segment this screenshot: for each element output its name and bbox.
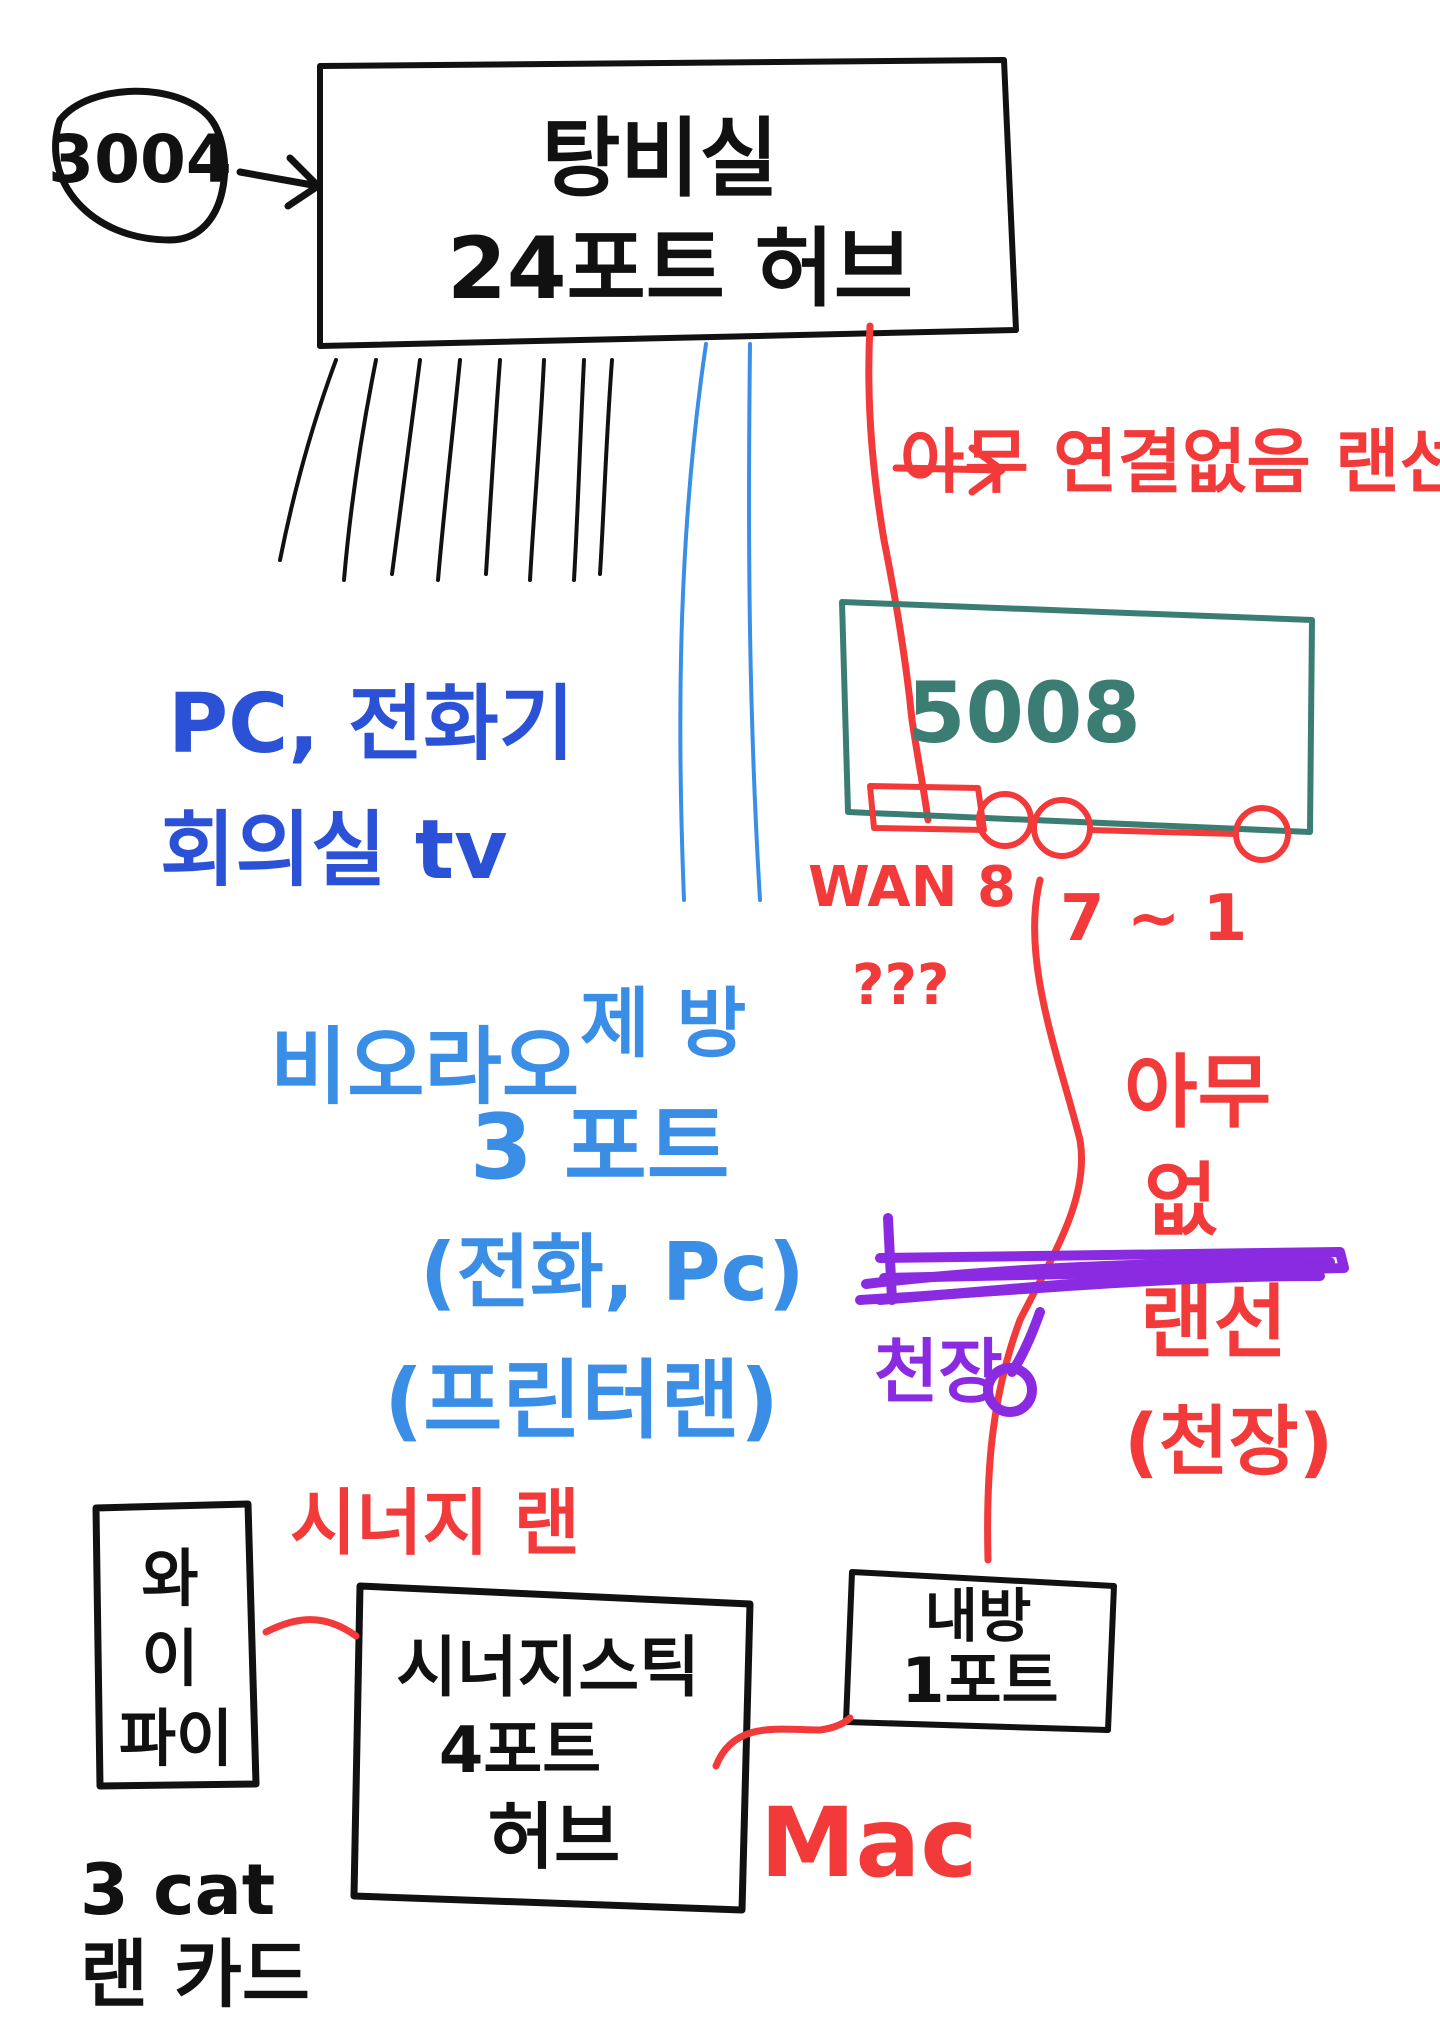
room-number-circle [52, 87, 229, 244]
ceiling-note-line4: (천장) [1124, 1397, 1333, 1486]
lan-card-note: 3 cat 랜 카드 [80, 1849, 310, 2018]
hub-24-port: 탕비실 24포트 허브 [317, 57, 1019, 349]
office-note-line2: 제 방 [580, 979, 746, 1068]
hub-title: 탕비실 [541, 109, 778, 209]
my-room-line1: 내방 [925, 1582, 1032, 1650]
router-port-circle-2 [1031, 797, 1093, 859]
lan-card-line2: 랜 카드 [80, 1932, 310, 2018]
ceiling-scribble-drop [1007, 1307, 1045, 1377]
black-cable-1 [278, 358, 338, 562]
room-number-text: 3004 [48, 121, 232, 198]
ceiling-note-line3: 랜선 [1140, 1276, 1287, 1369]
pc-phone-note: PC, 전화기 회의실 tv [160, 677, 574, 898]
office-note-line3: 3 포트 [470, 1095, 730, 1200]
office-note-line5: (프린터랜) [384, 1351, 779, 1451]
wifi-box: 와 이 파이 [92, 1500, 260, 1790]
synology-hub-box: 시너지스틱 4포트 허브 [350, 1582, 754, 1914]
ceiling-scribble-stroke-1 [875, 1247, 1349, 1283]
black-cable-5 [484, 358, 502, 576]
synology-to-room-red-link [712, 1714, 854, 1770]
office-ports-note: 비오라오 제 방 3 포트 (전화, Pc) (프린터랜) [270, 979, 805, 1451]
pc-note-line1: PC, 전화기 [168, 677, 574, 772]
black-cable-4 [436, 358, 462, 582]
ceiling-note-line1: 아무 [1124, 1046, 1271, 1139]
room-to-hub-arrow [236, 154, 322, 210]
room-number-node: 3004 [48, 87, 322, 244]
wifi-to-synology-red-link [262, 1616, 360, 1640]
wifi-box-line1: 와 [141, 1542, 198, 1615]
office-note-line4: (전화, Pc) [420, 1226, 805, 1319]
wifi-box-line2: 이 [141, 1622, 198, 1695]
black-cable-2 [342, 358, 378, 582]
ceiling-scribble-stroke-3 [855, 1271, 1325, 1305]
router-port-circle-3 [1233, 805, 1291, 863]
ceiling-note-line2: 없 [1144, 1154, 1218, 1247]
outside-line-note: 아무 연결없음 랜선 [892, 421, 1440, 503]
my-room-line2: 1포트 [901, 1644, 1058, 1717]
outside-line-arrow [892, 444, 1006, 496]
router-box-outline [839, 599, 1315, 835]
ceiling-cable-note: 아무 없 랜선 (천장) [1124, 1046, 1333, 1486]
blue-cable-1 [678, 342, 708, 902]
hub-blue-cables [678, 342, 762, 902]
ceiling-scribble [855, 1213, 1349, 1417]
router-wan-label: WAN 8 [808, 855, 1016, 920]
black-cable-6 [528, 358, 546, 582]
hub-box-outline [317, 57, 1019, 349]
router-port-line [1087, 827, 1239, 837]
black-cable-3 [390, 358, 422, 576]
router-5008: 5008 WAN 8 7 ~ 1 ??? [808, 599, 1315, 1018]
synology-lan-label: 시너지 랜 [290, 1481, 580, 1565]
router-to-room-red-cable [984, 876, 1085, 1564]
router-question-marks: ??? [852, 953, 949, 1018]
router-port-circle-1 [976, 791, 1034, 849]
ceiling-scribble-stroke-4 [883, 1213, 897, 1305]
blue-cable-2 [747, 342, 762, 902]
ceiling-label: 천장 [874, 1331, 1003, 1413]
black-cable-7 [572, 358, 586, 582]
synology-hub-line1: 시너지스틱 [396, 1629, 700, 1706]
hub-black-cables [278, 358, 614, 582]
pc-note-line2: 회의실 tv [160, 803, 508, 898]
wifi-box-outline [92, 1500, 260, 1790]
hub-subtitle: 24포트 허브 [447, 219, 913, 319]
synology-hub-line2: 4포트 [439, 1714, 601, 1788]
black-cable-8 [598, 358, 614, 576]
router-ports-label: 7 ~ 1 [1060, 882, 1247, 956]
wifi-box-line3: 파이 [119, 1702, 233, 1775]
mac-label: Mac [760, 1787, 977, 1899]
synology-hub-line3: 허브 [488, 1795, 620, 1879]
office-note-line1: 비오라오 [270, 1018, 579, 1116]
lan-card-line1: 3 cat [80, 1849, 275, 1931]
my-room-port-box: 내방 1포트 [843, 1569, 1117, 1733]
outside-line-note-text: 아무 연결없음 랜선 [900, 421, 1440, 503]
router-label: 5008 [907, 664, 1141, 762]
synology-box-outline [350, 1582, 754, 1914]
my-room-box-outline [843, 1569, 1117, 1733]
